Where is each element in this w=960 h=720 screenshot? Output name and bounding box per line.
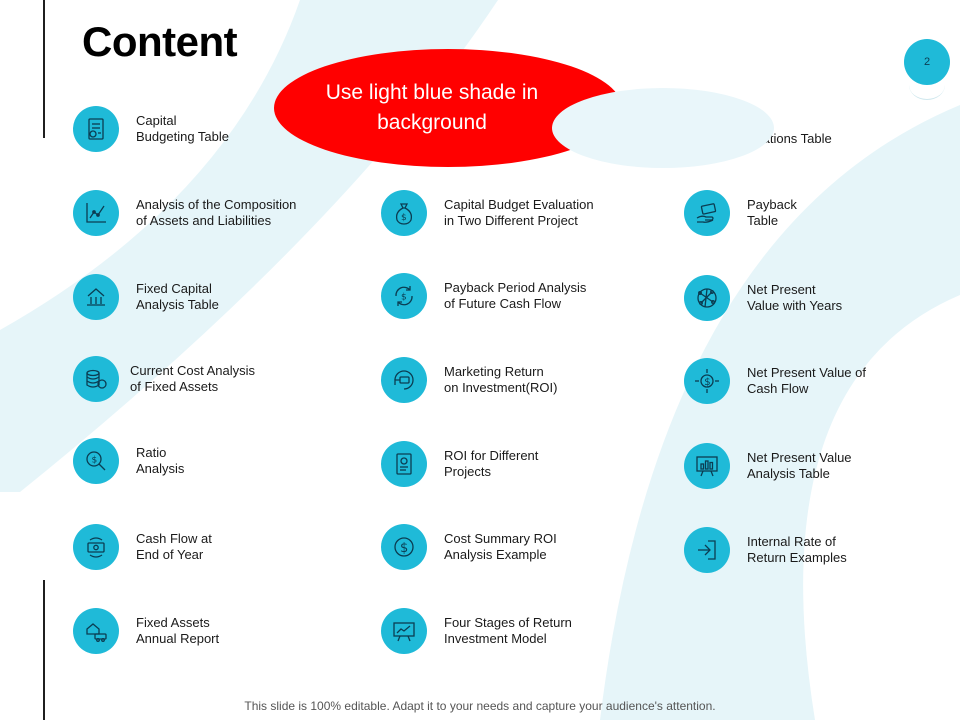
svg-text:$: $ bbox=[401, 213, 407, 223]
cash-cycle-icon bbox=[73, 524, 119, 570]
dollar-arrows-icon: $ bbox=[684, 358, 730, 404]
callout-overlay-shape bbox=[552, 88, 774, 168]
coin-stack-icon bbox=[73, 356, 119, 402]
money-return-icon bbox=[381, 357, 427, 403]
callout-text: Use light blue shade in background bbox=[325, 81, 539, 134]
callout-bubble: Use light blue shade in background bbox=[274, 49, 622, 167]
budget-document-icon bbox=[73, 106, 119, 152]
bank-building-icon bbox=[73, 274, 119, 320]
presentation-board-icon bbox=[381, 608, 427, 654]
network-globe-icon bbox=[684, 275, 730, 321]
svg-text:$: $ bbox=[400, 541, 408, 556]
dollar-refresh-icon: $ bbox=[381, 273, 427, 319]
dollar-magnifier-icon: $ bbox=[73, 438, 119, 484]
money-bag-icon: $ bbox=[381, 190, 427, 236]
project-document-icon bbox=[381, 441, 427, 487]
page-number-badge: 2 bbox=[904, 39, 950, 85]
enter-arrow-icon bbox=[684, 527, 730, 573]
footer-note: This slide is 100% editable. Adapt it to… bbox=[244, 699, 716, 713]
chart-board-icon bbox=[684, 443, 730, 489]
svg-text:$: $ bbox=[92, 456, 98, 466]
svg-text:$: $ bbox=[401, 293, 407, 303]
left-accent-line-top bbox=[43, 0, 45, 138]
page-title: Content bbox=[82, 18, 238, 65]
dollar-coin-icon: $ bbox=[381, 524, 427, 570]
left-accent-line-bottom bbox=[43, 580, 45, 720]
hand-money-icon bbox=[684, 190, 730, 236]
assets-house-car-icon bbox=[73, 608, 119, 654]
page-number-ring bbox=[909, 70, 945, 100]
line-chart-icon bbox=[73, 190, 119, 236]
svg-text:$: $ bbox=[704, 377, 710, 388]
